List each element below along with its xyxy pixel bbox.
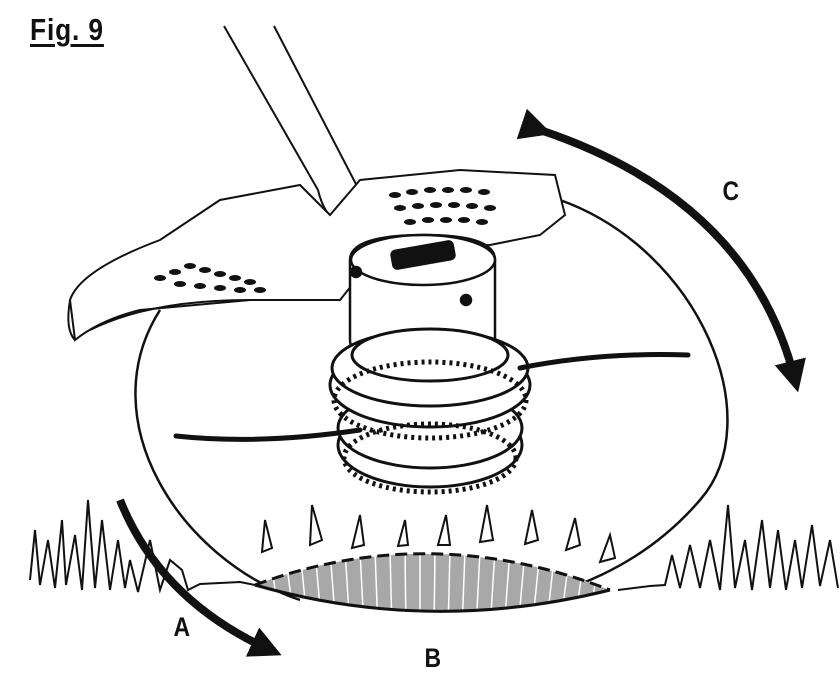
arrow-c <box>516 108 806 393</box>
arrow-a <box>116 498 282 657</box>
guard-vents <box>154 187 496 293</box>
spool-head <box>328 327 532 495</box>
grass-left <box>29 499 261 594</box>
grass-right <box>617 504 839 591</box>
figure-title: Fig. 9 <box>30 12 104 47</box>
cut-zone <box>254 552 611 613</box>
cut-grass-tips <box>260 504 617 564</box>
label-c: C <box>722 176 740 206</box>
label-b: B <box>424 643 442 673</box>
label-a: A <box>173 612 191 642</box>
